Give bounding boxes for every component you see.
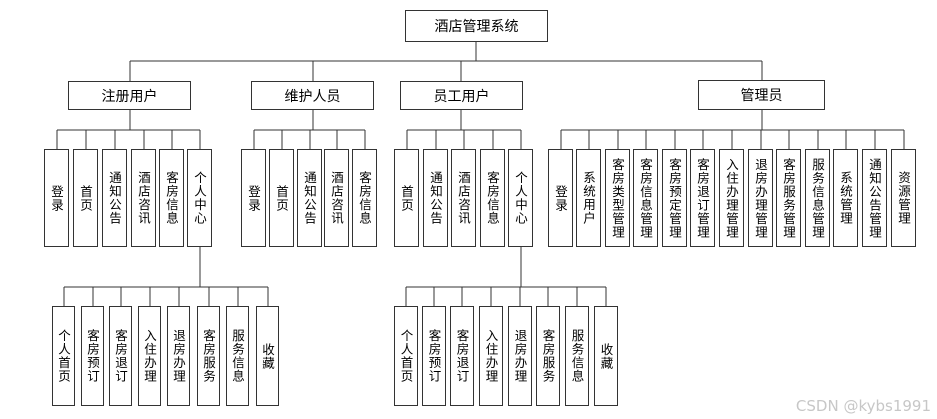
watermark: CSDN @kybs1991 bbox=[795, 397, 931, 415]
group-registered-user: 注册用户 bbox=[68, 81, 191, 110]
admin-child-room-service-mgmt: 客房服务管理 bbox=[776, 149, 801, 247]
reg-child-hotel-news: 酒店咨讯 bbox=[131, 149, 156, 247]
maint-child-login: 登录 bbox=[241, 149, 266, 247]
admin-child-cancellation-mgmt: 客房退订管理 bbox=[690, 149, 715, 247]
admin-child-service-info-mgmt: 服务信息管理 bbox=[805, 149, 830, 247]
emp-child-home: 首页 bbox=[394, 149, 419, 247]
reg-pc-favorites: 收藏 bbox=[256, 306, 279, 406]
admin-child-system-mgmt: 系统管理 bbox=[833, 149, 858, 247]
emp-pc-checkout: 退房办理 bbox=[508, 306, 532, 406]
maint-child-home: 首页 bbox=[269, 149, 294, 247]
admin-child-reservation-mgmt: 客房预定管理 bbox=[662, 149, 687, 247]
admin-child-login: 登录 bbox=[548, 149, 573, 247]
emp-pc-service-info: 服务信息 bbox=[565, 306, 589, 406]
reg-pc-service-info: 服务信息 bbox=[226, 306, 249, 406]
maint-child-room-info: 客房信息 bbox=[352, 149, 377, 247]
admin-child-notice-mgmt: 通知公告管理 bbox=[862, 149, 887, 247]
admin-child-room-type-mgmt: 客房类型管理 bbox=[605, 149, 630, 247]
emp-child-notice: 通知公告 bbox=[423, 149, 448, 247]
admin-child-checkout-mgmt: 退房办理管理 bbox=[748, 149, 773, 247]
reg-pc-personal-home: 个人首页 bbox=[52, 306, 75, 406]
root-node: 酒店管理系统 bbox=[405, 10, 548, 42]
emp-child-room-info: 客房信息 bbox=[480, 149, 505, 247]
emp-pc-room-booking: 客房预订 bbox=[422, 306, 446, 406]
reg-pc-room-service: 客房服务 bbox=[197, 306, 220, 406]
group-administrator: 管理员 bbox=[698, 80, 825, 110]
maint-child-notice: 通知公告 bbox=[297, 149, 322, 247]
emp-pc-room-cancel: 客房退订 bbox=[450, 306, 474, 406]
reg-child-room-info: 客房信息 bbox=[159, 149, 184, 247]
admin-child-system-users: 系统用户 bbox=[576, 149, 601, 247]
group-employee-user: 员工用户 bbox=[400, 81, 523, 110]
admin-child-room-info-mgmt: 客房信息管理 bbox=[633, 149, 658, 247]
emp-child-personal-center: 个人中心 bbox=[508, 149, 533, 247]
maint-child-hotel-news: 酒店咨讯 bbox=[324, 149, 349, 247]
emp-pc-favorites: 收藏 bbox=[594, 306, 618, 406]
admin-child-checkin-mgmt: 入住办理管理 bbox=[719, 149, 744, 247]
reg-pc-checkin: 入住办理 bbox=[138, 306, 161, 406]
emp-child-hotel-news: 酒店咨讯 bbox=[451, 149, 476, 247]
reg-pc-room-booking: 客房预订 bbox=[81, 306, 104, 406]
reg-pc-checkout: 退房办理 bbox=[167, 306, 190, 406]
reg-child-home: 首页 bbox=[73, 149, 98, 247]
emp-pc-room-service: 客房服务 bbox=[536, 306, 560, 406]
reg-child-personal-center: 个人中心 bbox=[187, 149, 212, 247]
reg-child-login: 登录 bbox=[44, 149, 69, 247]
group-maintenance-staff: 维护人员 bbox=[251, 81, 374, 110]
reg-pc-room-cancel: 客房退订 bbox=[109, 306, 132, 406]
reg-child-notice: 通知公告 bbox=[102, 149, 127, 247]
emp-pc-checkin: 入住办理 bbox=[479, 306, 503, 406]
emp-pc-personal-home: 个人首页 bbox=[394, 306, 418, 406]
admin-child-resource-mgmt: 资源管理 bbox=[891, 149, 916, 247]
